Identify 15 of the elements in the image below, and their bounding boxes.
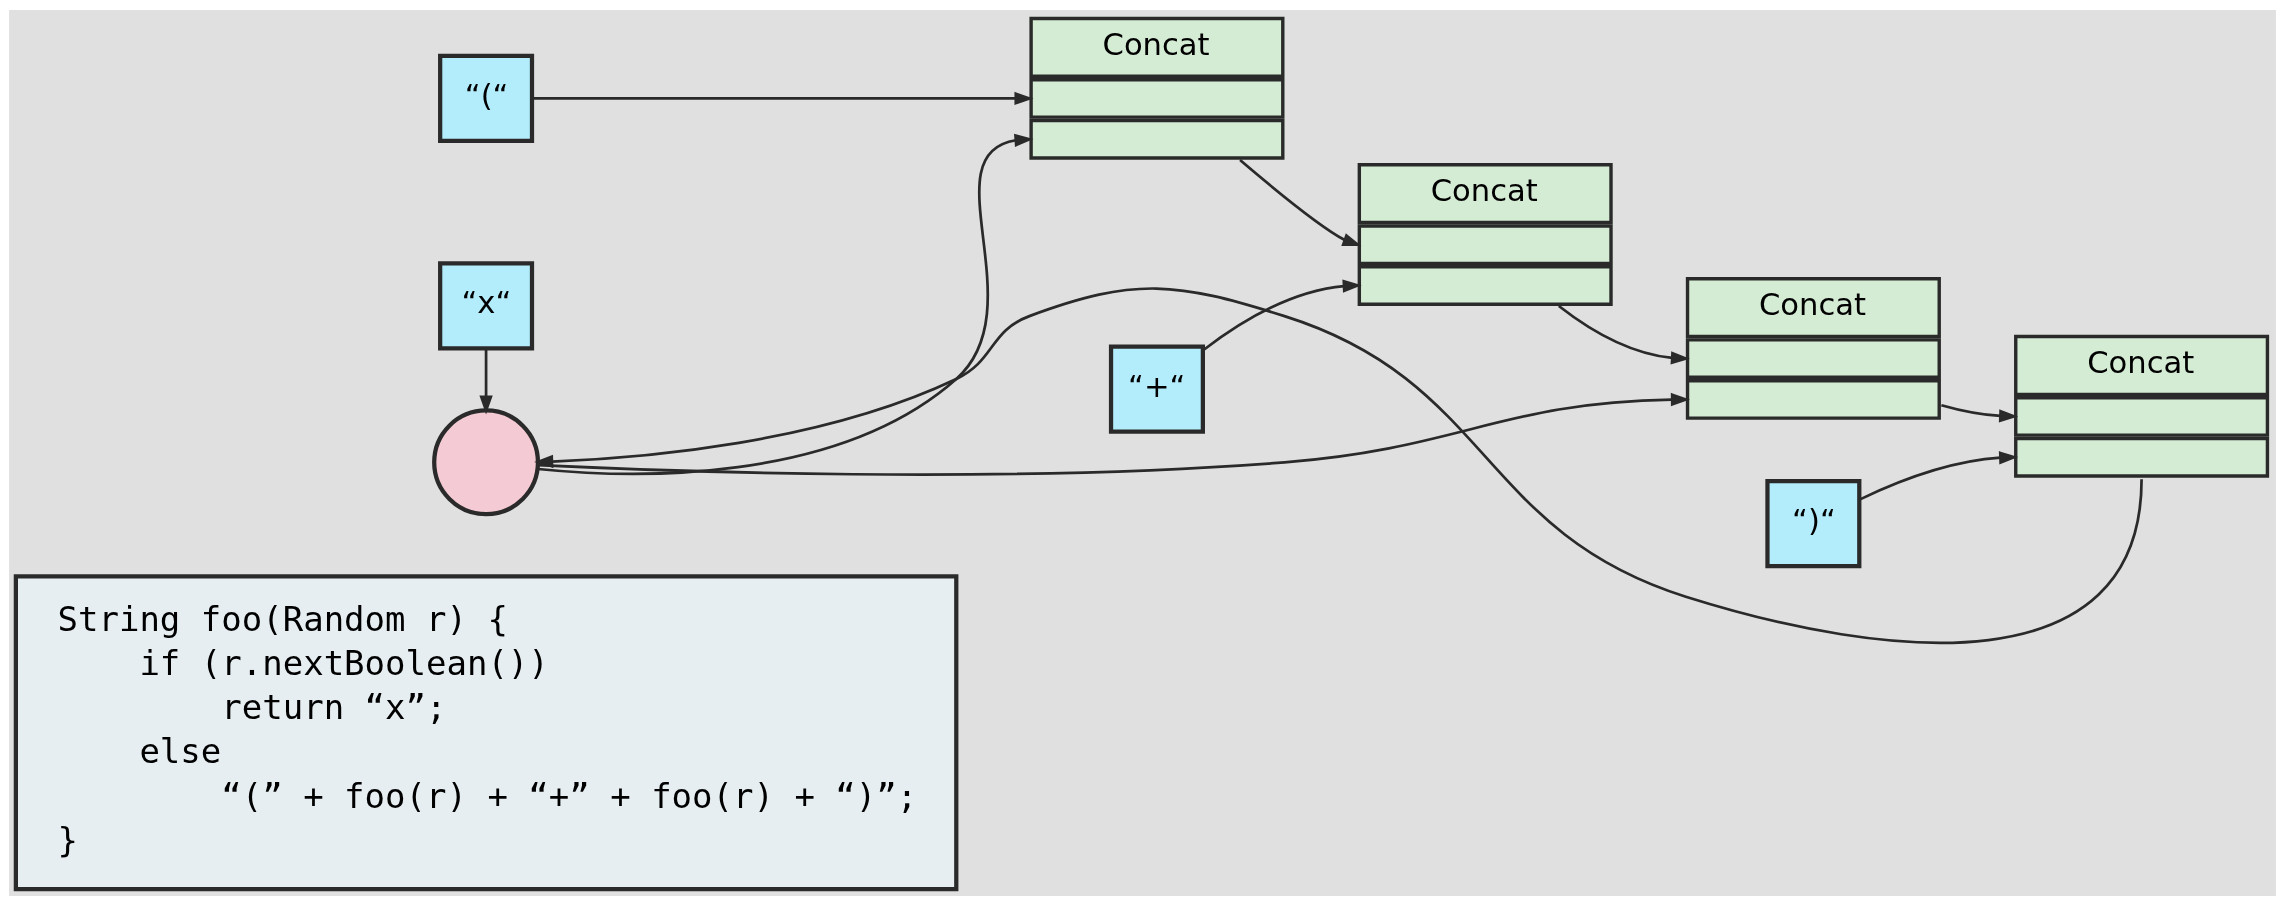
arrow (532, 91, 1034, 106)
arrow (1858, 451, 2019, 501)
arrow (1941, 403, 2019, 423)
node-box: “+“ (1108, 344, 1205, 434)
node-box: “x“ (438, 261, 535, 351)
arrow (1239, 159, 1362, 247)
node-box: “)“ (1765, 478, 1862, 569)
arrow (538, 392, 1690, 476)
arrow (479, 349, 493, 415)
arrow (1558, 304, 1690, 365)
node-box: “(“ (438, 53, 535, 144)
node-circle (432, 408, 541, 517)
node-box: String foo(Random r) { if (r.nextBoolean()) return “x”; else “(” + foo(r) + “+” + foo(r) + “)”; } (13, 574, 959, 892)
arrow (537, 133, 1034, 476)
arrow (1202, 279, 1362, 352)
